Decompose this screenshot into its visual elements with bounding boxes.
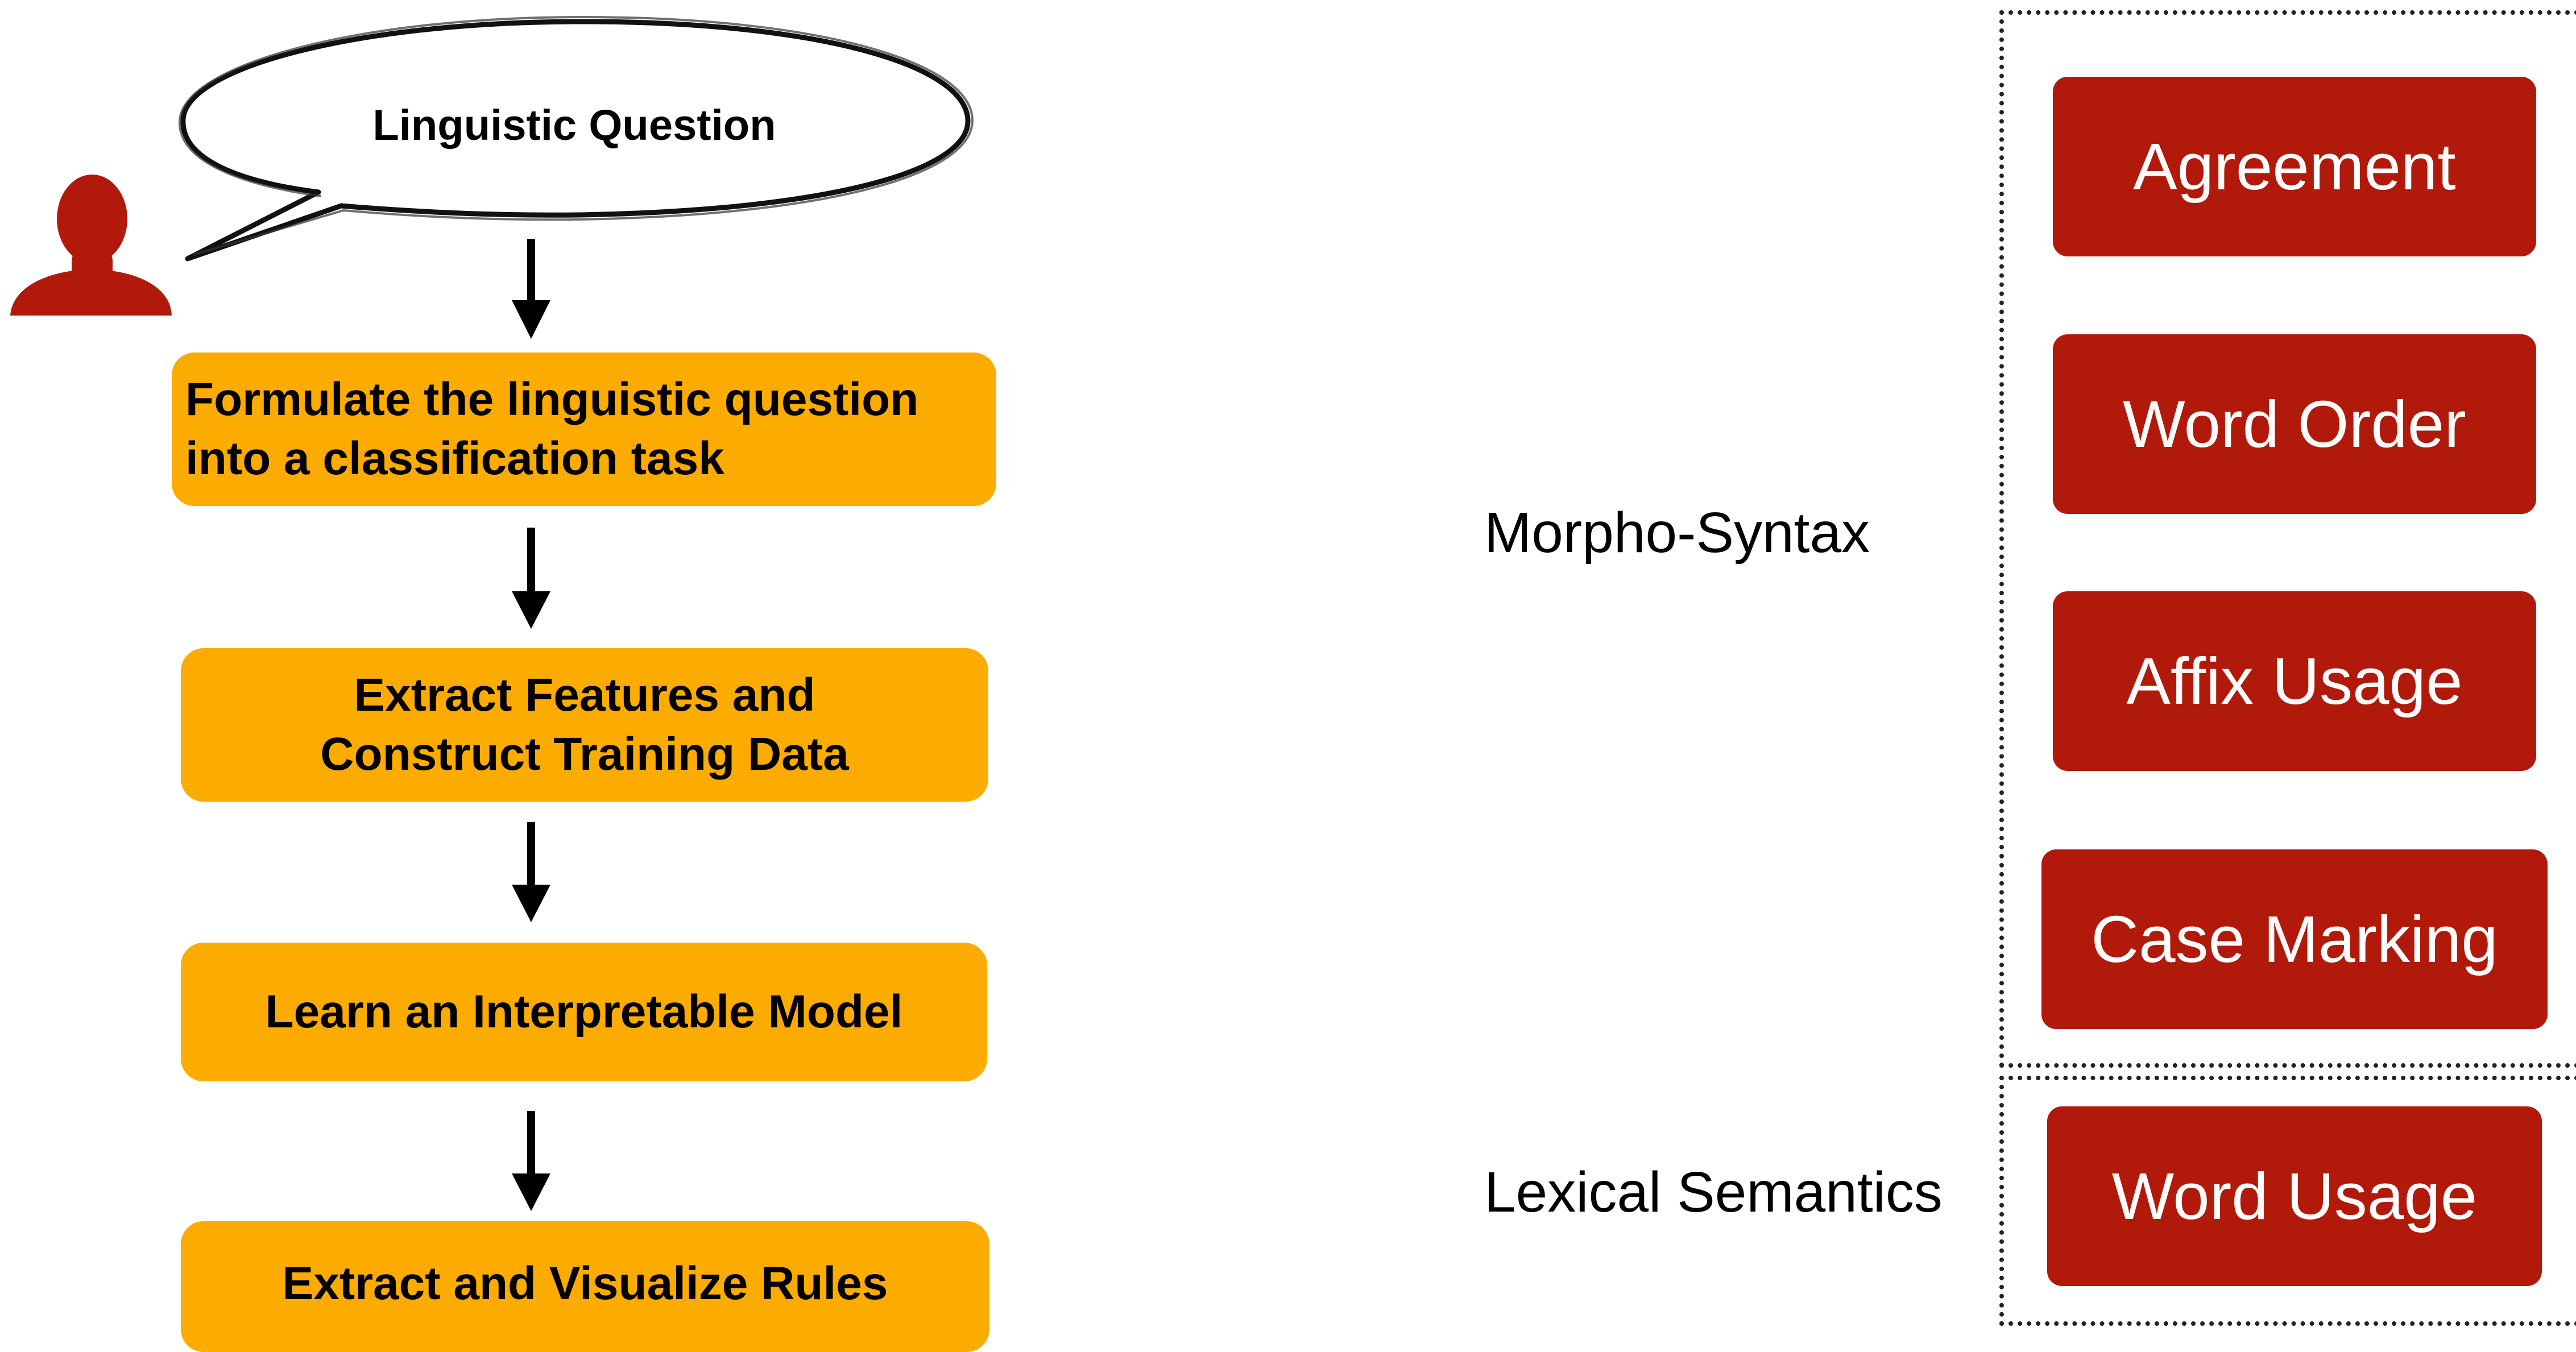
arrow-2 <box>512 528 550 629</box>
arrow-1 <box>512 239 550 339</box>
lexical-semantics-group <box>1999 1076 2576 1326</box>
phenomenon-agreement: Agreement <box>2053 77 2536 256</box>
morpho-syntax-label: Morpho-Syntax <box>1484 501 1870 565</box>
step-2-line-2: Construct Training Data <box>320 728 849 780</box>
phenomenon-case-marking: Case Marking <box>2041 849 2548 1029</box>
linguistic-question-label: Linguistic Question <box>372 101 776 150</box>
lexical-semantics-label: Lexical Semantics <box>1484 1160 1943 1224</box>
arrow-4 <box>512 1111 550 1211</box>
phenomenon-word-order: Word Order <box>2053 334 2536 514</box>
step-3-line-1: Learn an Interpretable Model <box>265 986 903 1038</box>
step-extract-features: Extract Features and Construct Training … <box>181 648 988 802</box>
flow-arrows <box>512 239 550 1211</box>
arrow-3 <box>512 822 550 922</box>
step-learn-model: Learn an Interpretable Model <box>181 943 987 1081</box>
phenomenon-word-usage: Word Usage <box>2047 1106 2542 1286</box>
speech-bubble <box>178 15 974 262</box>
step-formulate-question: Formulate the linguistic question into a… <box>172 352 996 506</box>
phenomenon-affix-usage: Affix Usage <box>2053 591 2536 771</box>
person-icon <box>10 175 172 316</box>
step-2-line-1: Extract Features and <box>354 669 815 721</box>
step-extract-rules: Extract and Visualize Rules <box>181 1221 989 1352</box>
step-1-line-2: into a classification task <box>185 433 724 484</box>
step-1-line-1: Formulate the linguistic question <box>185 374 919 425</box>
step-4-line-1: Extract and Visualize Rules <box>282 1258 888 1309</box>
morpho-syntax-group <box>1999 10 2576 1068</box>
